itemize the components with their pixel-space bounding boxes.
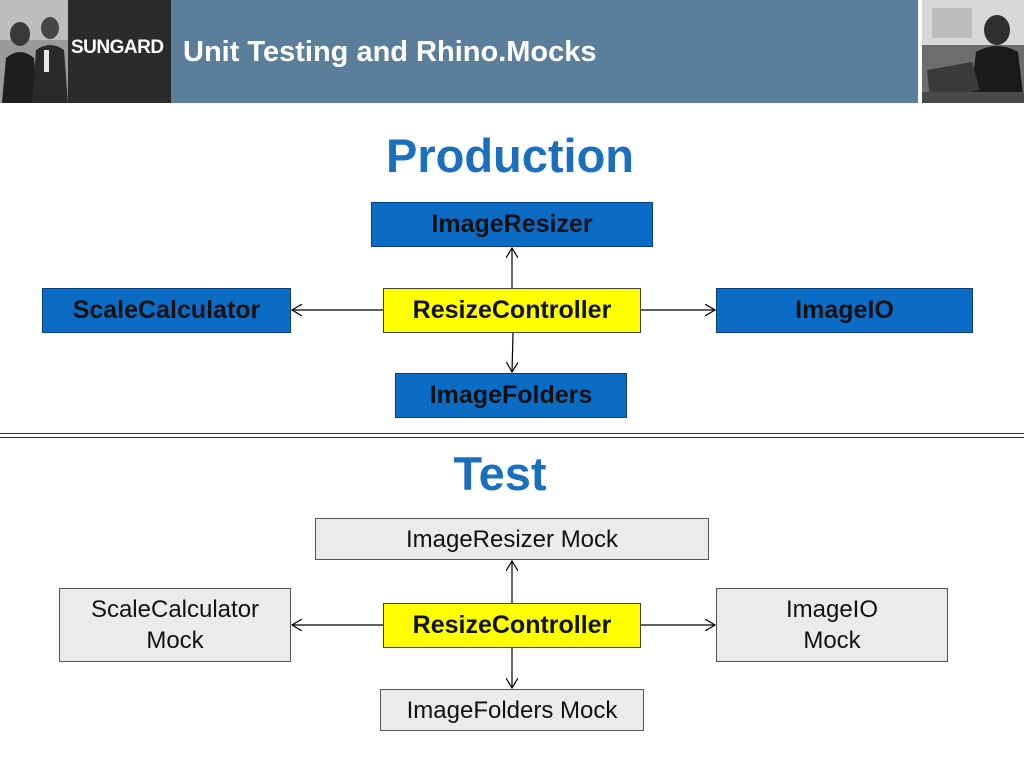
image-folders-mock-box: ImageFolders Mock xyxy=(380,689,644,731)
scale-calculator-box: ScaleCalculator xyxy=(42,288,291,333)
image-resizer-box: ImageResizer xyxy=(371,202,653,247)
logo-block: SUNGARD xyxy=(68,0,171,103)
image-io-mock-box: ImageIO Mock xyxy=(716,588,948,662)
image-io-mock-line1: ImageIO xyxy=(785,596,879,623)
scale-calculator-mock-line1: ScaleCalculator xyxy=(90,596,260,623)
test-resize-controller-box: ResizeController xyxy=(383,603,641,648)
title-band: Unit Testing and Rhino.Mocks xyxy=(171,0,918,103)
man-at-laptop-photo xyxy=(922,0,1024,103)
scale-calculator-mock-line2: Mock xyxy=(146,627,204,654)
test-heading: Test xyxy=(453,447,547,500)
production-heading: Production xyxy=(385,129,635,182)
scale-calculator-mock-box: ScaleCalculator Mock xyxy=(59,588,291,662)
image-io-mock-line2: Mock xyxy=(803,627,861,654)
image-io-box: ImageIO xyxy=(716,288,973,333)
section-divider xyxy=(0,433,1024,434)
slide-header: SUNGARD Unit Testing and Rhino.Mocks xyxy=(0,0,1024,103)
image-folders-box: ImageFolders xyxy=(395,373,627,418)
sungard-logo: SUNGARD xyxy=(71,37,164,58)
resize-controller-box: ResizeController xyxy=(383,288,641,333)
section-divider-secondary xyxy=(0,437,1024,438)
image-resizer-mock-box: ImageResizer Mock xyxy=(315,518,709,560)
arrow-to-image-folders xyxy=(512,332,513,372)
business-people-photo xyxy=(0,0,68,103)
slide-title: Unit Testing and Rhino.Mocks xyxy=(183,36,597,68)
